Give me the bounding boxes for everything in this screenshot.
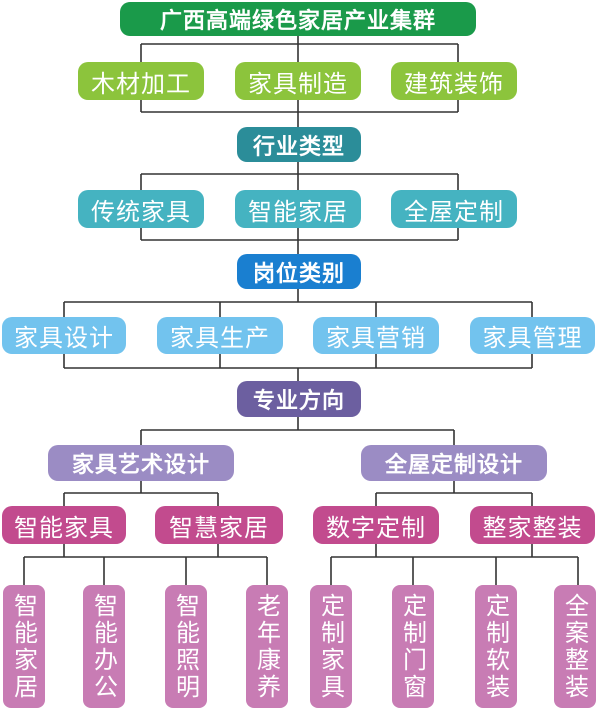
direction-title-label: 专业方向 [252, 389, 345, 414]
leaf-node: 老年康养 [246, 585, 288, 708]
leaf-node: 定制软装 [475, 585, 517, 708]
sub-node: 智能家具 [2, 506, 126, 544]
position-node: 家具生产 [157, 317, 283, 354]
level1-node: 建筑装饰 [391, 62, 517, 100]
position-node-label: 家具生产 [170, 324, 270, 352]
sub-node: 数字定制 [313, 506, 439, 544]
root-title-label: 广西高端绿色家居产业集群 [159, 9, 436, 34]
position-node: 家具营销 [313, 317, 439, 354]
position-node-label: 家具营销 [326, 324, 426, 352]
leaf-node: 定制门窗 [392, 585, 434, 708]
position-node: 家具管理 [470, 317, 595, 354]
industry-node: 全屋定制 [391, 190, 517, 228]
leaf-node-label: 智能家居 [9, 592, 38, 701]
root-title: 广西高端绿色家居产业集群 [120, 2, 476, 36]
position-node-label: 家具管理 [482, 324, 583, 352]
leaf-node: 智能办公 [83, 585, 125, 708]
branch-node-label: 家具艺术设计 [71, 453, 210, 478]
leaf-node: 全案整装 [554, 585, 596, 708]
level1-node-label: 木材加工 [91, 69, 191, 98]
industry-title: 行业类型 [237, 127, 361, 162]
sub-node: 整家整装 [470, 506, 595, 544]
level1-node: 家具制造 [235, 62, 361, 100]
sub-node-label: 智能家具 [14, 513, 114, 542]
leaf-node-label: 全案整装 [560, 592, 589, 701]
leaf-node: 智能照明 [165, 585, 207, 708]
leaf-node-label: 老年康养 [252, 592, 281, 701]
leaf-node-label: 智能办公 [89, 592, 118, 701]
level1-node-label: 家具制造 [248, 69, 348, 98]
industry-node-label: 智能家居 [248, 197, 348, 226]
sub-node-label: 智慧家居 [169, 513, 269, 542]
leaf-node: 智能家居 [3, 585, 45, 708]
leaf-node: 定制家具 [310, 585, 352, 708]
industry-node-label: 传统家具 [91, 197, 191, 226]
leaf-node-label: 智能照明 [171, 592, 200, 701]
industry-node: 智能家居 [235, 190, 361, 228]
position-node-label: 家具设计 [14, 324, 114, 352]
level1-node: 木材加工 [78, 62, 204, 100]
sub-node-label: 数字定制 [326, 513, 426, 542]
leaf-node-label: 定制门窗 [398, 592, 427, 701]
industry-node-label: 全屋定制 [404, 197, 504, 226]
positions-title: 岗位类别 [237, 254, 361, 289]
positions-title-label: 岗位类别 [252, 261, 345, 287]
industry-title-label: 行业类型 [252, 134, 345, 160]
branch-node: 家具艺术设计 [48, 445, 234, 481]
branch-node: 全屋定制设计 [361, 445, 547, 481]
position-node: 家具设计 [2, 317, 126, 354]
branch-node-label: 全屋定制设计 [384, 453, 523, 478]
leaf-node-label: 定制软装 [481, 592, 510, 701]
sub-node-label: 整家整装 [482, 513, 583, 542]
sub-node: 智慧家居 [155, 506, 283, 544]
level1-node-label: 建筑装饰 [404, 69, 504, 98]
direction-title: 专业方向 [237, 381, 361, 417]
industry-node: 传统家具 [78, 190, 204, 228]
leaf-node-label: 定制家具 [316, 592, 345, 701]
